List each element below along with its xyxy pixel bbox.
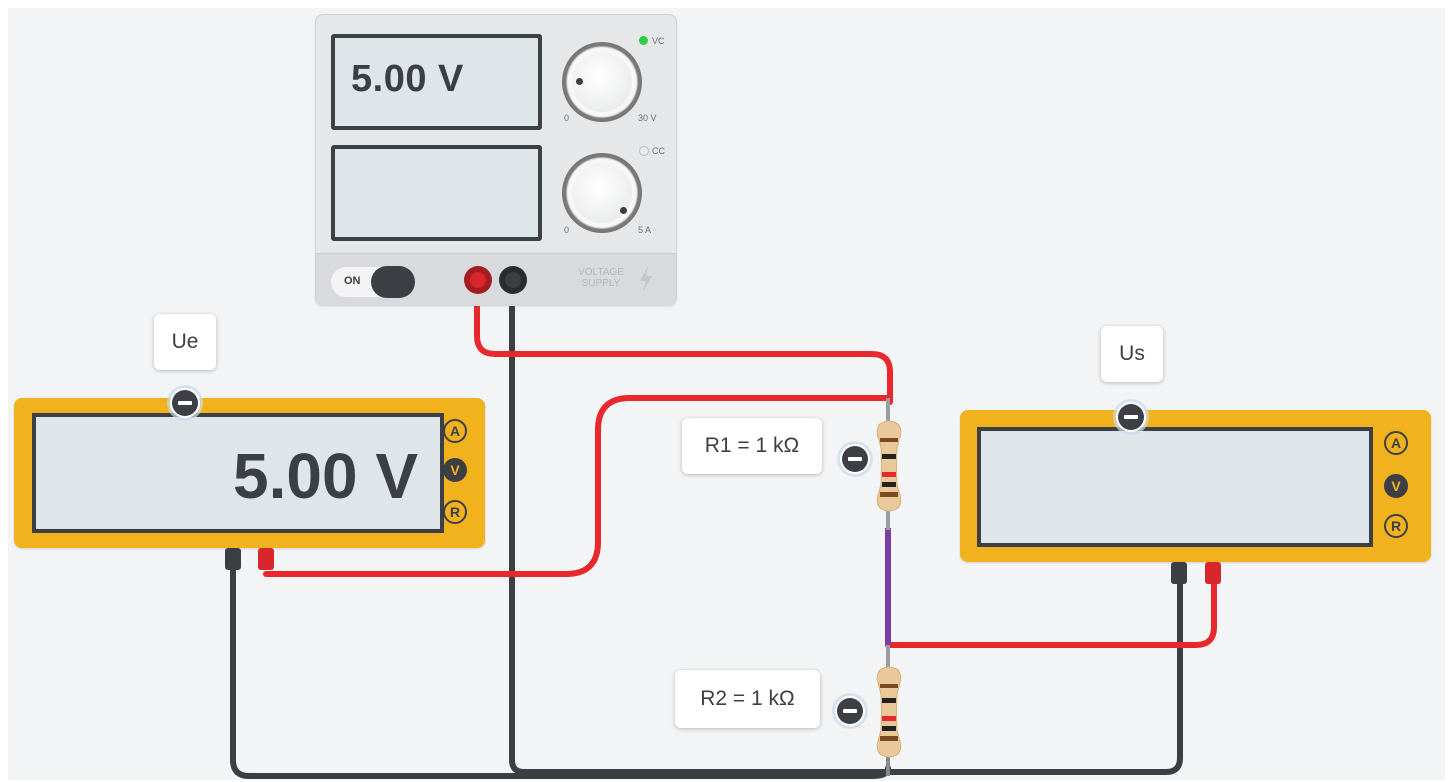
supply-positive-terminal[interactable] [464,266,492,294]
r1-band-red [882,472,896,477]
current-knob-min-label: 0 [564,225,570,235]
wire-supply-negative [509,277,1183,775]
multimeter-us[interactable]: A V R [960,410,1431,562]
multimeter-ue-readout: 5.00 V [232,440,418,512]
resistor-r1[interactable] [872,420,906,512]
power-toggle[interactable]: ON [331,266,415,298]
supply-voltage-display: 5.00 V [331,34,542,130]
r2-band-brown [880,684,898,688]
r1-band-tolerance [880,492,898,497]
supply-voltage-readout: 5.00 V [351,58,464,100]
supply-negative-terminal[interactable] [499,266,527,294]
meter-ue-mode-ammeter[interactable]: A [443,419,467,443]
meter-us-com-terminal[interactable] [1171,562,1187,584]
meter-ue-com-terminal[interactable] [225,548,241,570]
r1-label: R1 = 1 kΩ [682,418,822,474]
meter-us-positive-terminal[interactable] [1205,562,1221,584]
supply-control-bar: ON VOLTAGE SUPPLY [316,253,676,306]
voltage-knob-max-label: 30 V [638,113,657,123]
power-toggle-knob[interactable] [371,266,415,298]
vc-led-icon [639,36,648,45]
voltage-supply[interactable]: 5.00 V VC 0 30 V CC 0 5 A ON [315,14,677,306]
vc-label: VC [652,36,665,46]
meter-us-remove-icon[interactable] [1116,402,1146,432]
meter-ue-mode-ohmmeter[interactable]: R [443,500,467,524]
canvas-background [8,8,1445,780]
meter-ue-positive-terminal[interactable] [258,548,274,570]
current-knob-max-label: 5 A [638,225,652,235]
meter-us-mode-ammeter[interactable]: A [1384,431,1408,455]
meter-us-mode-voltmeter[interactable]: V [1384,474,1408,498]
r2-band-red [882,716,896,721]
r1-band-black [882,454,896,459]
supply-current-display [331,145,542,241]
voltage-knob-indicator [576,78,583,85]
voltage-knob-min-label: 0 [564,113,570,123]
meter-ue-mode-voltmeter[interactable]: V [443,458,467,482]
supply-brand-label: VOLTAGE SUPPLY [576,267,626,289]
current-knob-indicator [620,207,627,214]
voltage-knob[interactable] [562,42,642,122]
meter-ue-tag: Ue [154,314,216,370]
lightning-bolt-icon [640,266,652,292]
r1-remove-icon[interactable] [840,444,870,474]
r2-band-brown-2 [882,726,896,731]
wire-us-positive [885,575,1217,648]
resistor-r2[interactable] [872,666,906,758]
r2-band-black [882,698,896,703]
r2-label: R2 = 1 kΩ [675,670,820,728]
current-knob[interactable] [562,153,642,233]
wire-supply-positive [474,277,893,405]
multimeter-ue[interactable]: 5.00 V A V R [14,398,485,548]
meter-us-tag: Us [1101,326,1163,382]
multimeter-ue-display: 5.00 V [32,413,444,533]
cc-label: CC [652,146,665,156]
meter-ue-remove-icon[interactable] [170,388,200,418]
supply-brand-line2: SUPPLY [581,278,621,289]
meter-us-mode-ohmmeter[interactable]: R [1384,514,1408,538]
r1-band-brown-2 [882,482,896,487]
r1-band-brown [880,438,898,442]
r2-remove-icon[interactable] [835,696,865,726]
wire-ue-positive [263,395,893,577]
supply-brand-line1: VOLTAGE [578,267,624,278]
cc-led-icon [639,146,649,156]
r2-band-tolerance [880,736,898,741]
multimeter-us-display [977,427,1373,547]
power-toggle-label: ON [344,275,361,287]
